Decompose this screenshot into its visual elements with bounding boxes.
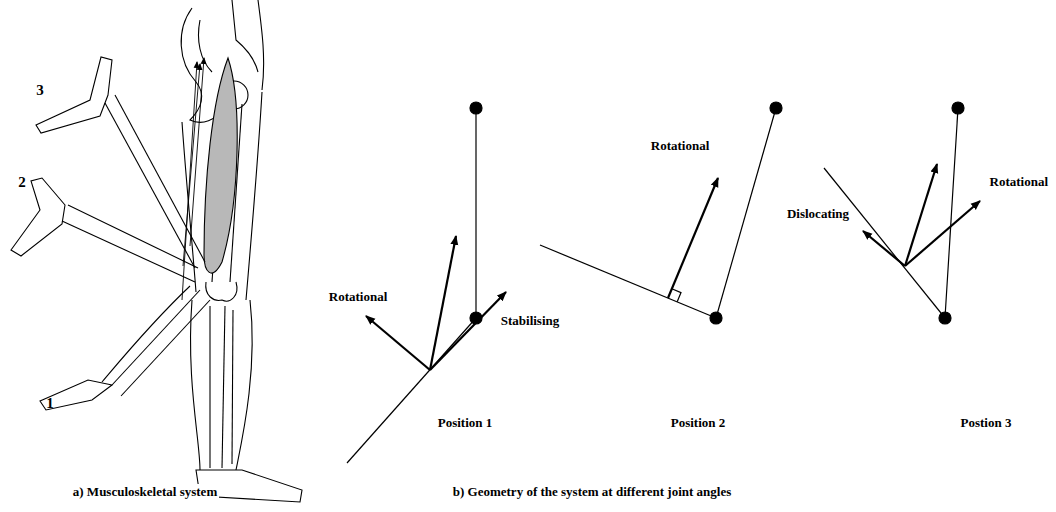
panel-caption: a) Musculoskeletal system	[71, 484, 219, 500]
position-caption: Position 2	[669, 415, 728, 431]
position-caption: Postion 3	[959, 415, 1014, 431]
force-label: Stabilising	[499, 313, 562, 329]
leg-drawing	[11, 0, 302, 502]
force-arrows	[182, 58, 204, 300]
position-caption: Position 1	[436, 415, 495, 431]
force-label: Rotational	[327, 289, 390, 305]
force-label: Rotational	[988, 174, 1051, 190]
panel-caption: b) Geometry of the system at different j…	[451, 484, 733, 500]
callout-number: 2	[16, 174, 28, 190]
geometry	[347, 102, 980, 463]
force-label: Dislocating	[785, 206, 851, 222]
callout-number: 3	[34, 82, 46, 98]
callout-number: 1	[44, 395, 56, 411]
force-label: Rotational	[649, 138, 712, 154]
